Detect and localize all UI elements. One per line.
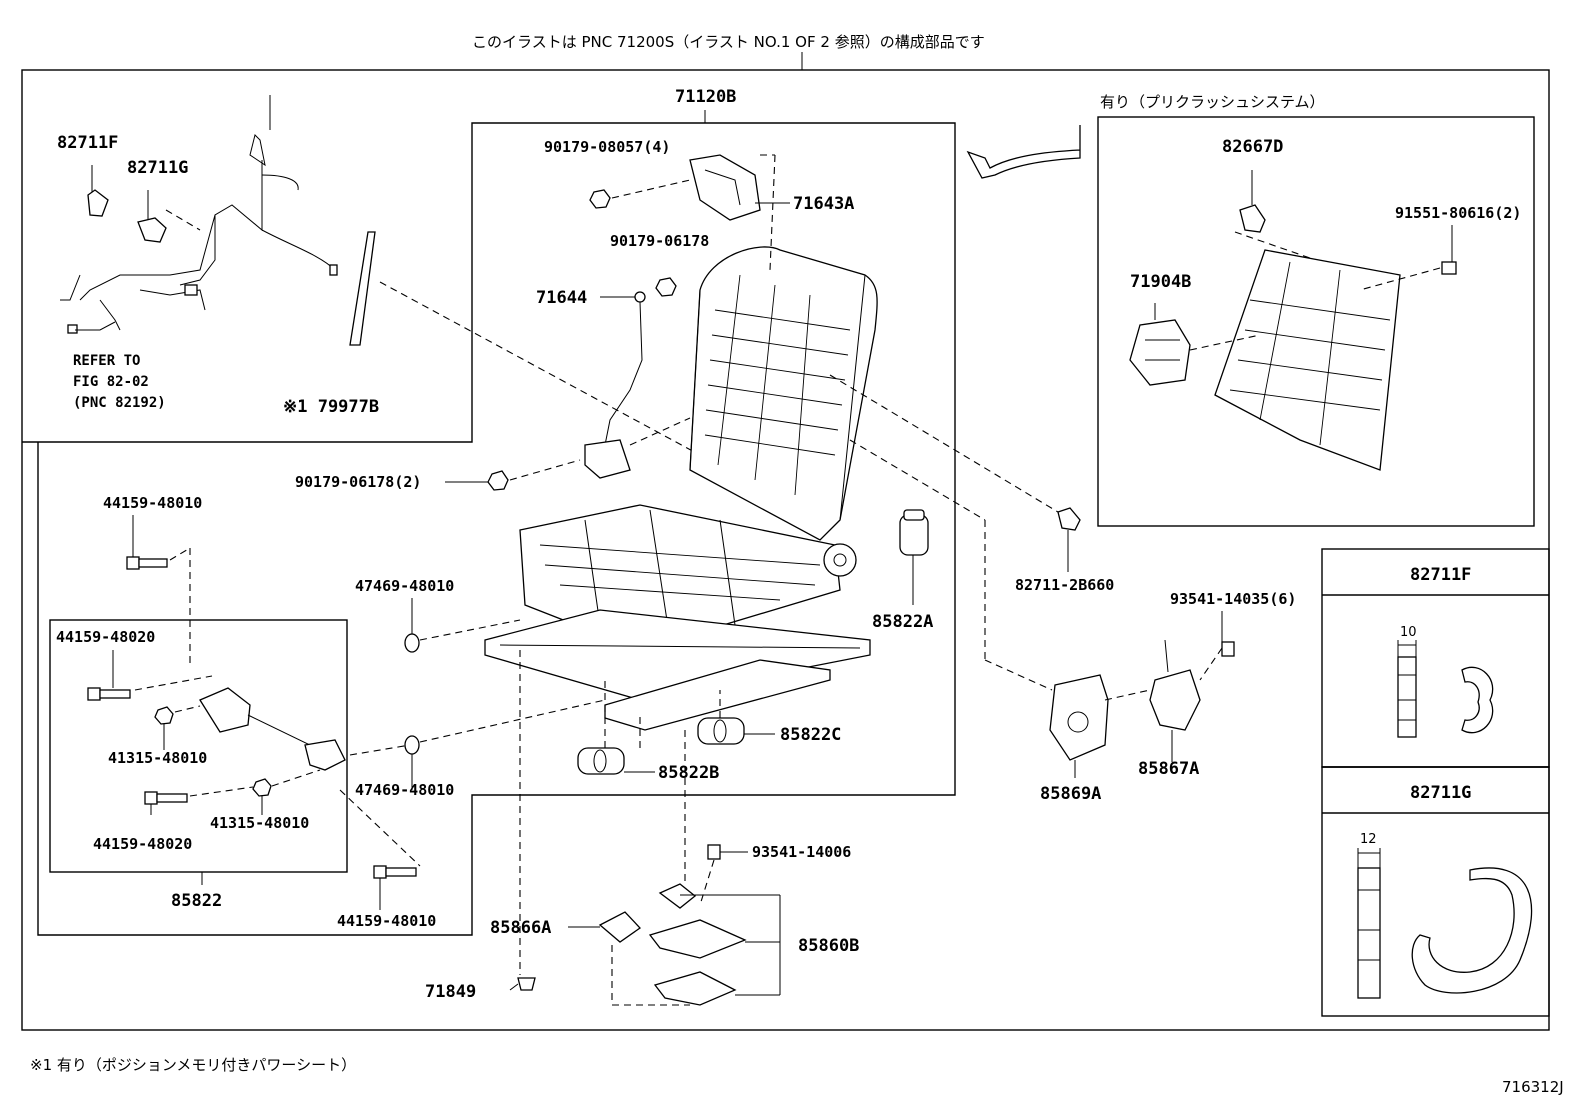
label-93541-14006: 93541-14006 <box>752 843 851 861</box>
motor-85822b-icon <box>577 747 625 775</box>
clip-82711-2b660-icon <box>1057 507 1081 531</box>
bolt-44159-48010-bottom-icon <box>373 865 417 879</box>
bracket-85860b-icon <box>648 883 747 1006</box>
strip-79977b-icon <box>349 231 376 346</box>
seat-back-frame-precrash-icon <box>1214 249 1401 471</box>
clip-82711f-detail-icon <box>1397 640 1494 738</box>
label-82711f: 82711F <box>57 133 118 153</box>
label-44159-48020-b: 44159-48020 <box>93 835 192 853</box>
label-82667d: 82667D <box>1222 137 1283 157</box>
detail-dim-82711g: 12 <box>1360 832 1377 847</box>
label-71644: 71644 <box>536 288 587 308</box>
bolt-44159-48020-a-icon <box>87 687 131 701</box>
washer-47469-48010-top-icon <box>404 633 420 653</box>
nut-41315-48010-a-icon <box>154 706 174 725</box>
label-41315-48010-a: 41315-48010 <box>108 749 207 767</box>
label-47469-48010-a: 47469-48010 <box>355 577 454 595</box>
clip-82711g-icon <box>137 190 167 243</box>
label-90179-06178-b: 90179-06178(2) <box>295 473 421 491</box>
detail-box-82711g <box>1321 766 1550 1017</box>
label-82711g: 82711G <box>127 158 188 178</box>
bolt-44159-48010-top-icon <box>126 556 168 570</box>
motor-85822a-icon <box>899 509 929 605</box>
label-44159-48010-a: 44159-48010 <box>103 494 202 512</box>
label-90179-08057: 90179-08057(4) <box>544 138 670 156</box>
precrash-title: 有り（プリクラッシュシステム） <box>1100 93 1325 111</box>
label-71120b: 71120B <box>675 87 736 107</box>
sensor-85866a-icon <box>598 911 641 943</box>
cable-71644-icon <box>584 291 646 479</box>
detail-title-82711g: 82711G <box>1410 783 1471 803</box>
label-85822c: 85822C <box>780 725 841 745</box>
footer-note: ※1 有り（ポジションメモリ付きパワーシート） <box>30 1056 356 1074</box>
clip-82711g-detail-icon <box>1357 848 1533 999</box>
bracket-71643a-icon <box>689 154 761 221</box>
screw-93541-14035-icon <box>1221 641 1235 657</box>
precrash-box <box>1097 116 1535 527</box>
label-85866a: 85866A <box>490 918 551 938</box>
motor-85867a-icon <box>1149 639 1201 731</box>
header-note: このイラストは PNC 71200S（イラスト NO.1 OF 2 参照）の構成… <box>472 33 985 51</box>
label-85867a: 85867A <box>1138 759 1199 779</box>
curved-arrow-icon <box>966 125 1081 179</box>
bolt-44159-48020-b-icon <box>144 791 188 805</box>
figure-id: 716312J <box>1502 1078 1564 1096</box>
label-47469-48010-b: 47469-48010 <box>355 781 454 799</box>
module-71904b-icon <box>1129 319 1191 386</box>
label-41315-48010-b: 41315-48010 <box>210 814 309 832</box>
screw-93541-14006-icon <box>707 844 721 860</box>
detail-title-82711f: 82711F <box>1410 565 1471 585</box>
nut-90179-08057-icon <box>589 189 611 209</box>
label-85822b: 85822B <box>658 763 719 783</box>
nut-90179-06178-icon <box>655 277 677 297</box>
refer-note-line1: REFER TO <box>73 353 140 369</box>
nut-41315-48010-b-icon <box>252 778 272 797</box>
label-85822a: 85822A <box>872 612 933 632</box>
label-85860b: 85860B <box>798 936 859 956</box>
label-82711-2b660: 82711-2B660 <box>1015 576 1114 594</box>
clip-71849-icon <box>517 977 536 991</box>
label-71849: 71849 <box>425 982 476 1002</box>
actuator-85822-icon <box>199 687 346 771</box>
left-subframe <box>22 122 956 936</box>
label-93541-14035: 93541-14035(6) <box>1170 590 1296 608</box>
motor-85822c-icon <box>697 717 745 745</box>
label-90179-06178-a: 90179-06178 <box>610 232 709 250</box>
detail-dim-82711f: 10 <box>1400 625 1417 640</box>
nut-90179-06178-2-icon <box>487 470 509 491</box>
label-85822: 85822 <box>171 891 222 911</box>
clip-82711f-icon <box>87 165 109 217</box>
label-91551-80616: 91551-80616(2) <box>1395 204 1521 222</box>
label-44159-48010-b: 44159-48010 <box>337 912 436 930</box>
bolt-91551-80616-icon <box>1441 225 1457 275</box>
label-79977b: ※1 79977B <box>283 397 379 417</box>
label-44159-48020-a: 44159-48020 <box>56 628 155 646</box>
label-71904b: 71904B <box>1130 272 1191 292</box>
label-71643a: 71643A <box>793 194 854 214</box>
wire-harness-icon <box>60 95 338 334</box>
refer-note-line3: (PNC 82192) <box>73 395 166 411</box>
label-85869a: 85869A <box>1040 784 1101 804</box>
sensor-82667d-icon <box>1239 170 1266 233</box>
actuator-subbox <box>49 619 348 873</box>
refer-note-line2: FIG 82-02 <box>73 374 149 390</box>
motor-85869a-icon <box>1049 674 1109 761</box>
washer-47469-48010-bottom-icon <box>404 735 420 755</box>
seat-frame-icon <box>484 246 878 731</box>
